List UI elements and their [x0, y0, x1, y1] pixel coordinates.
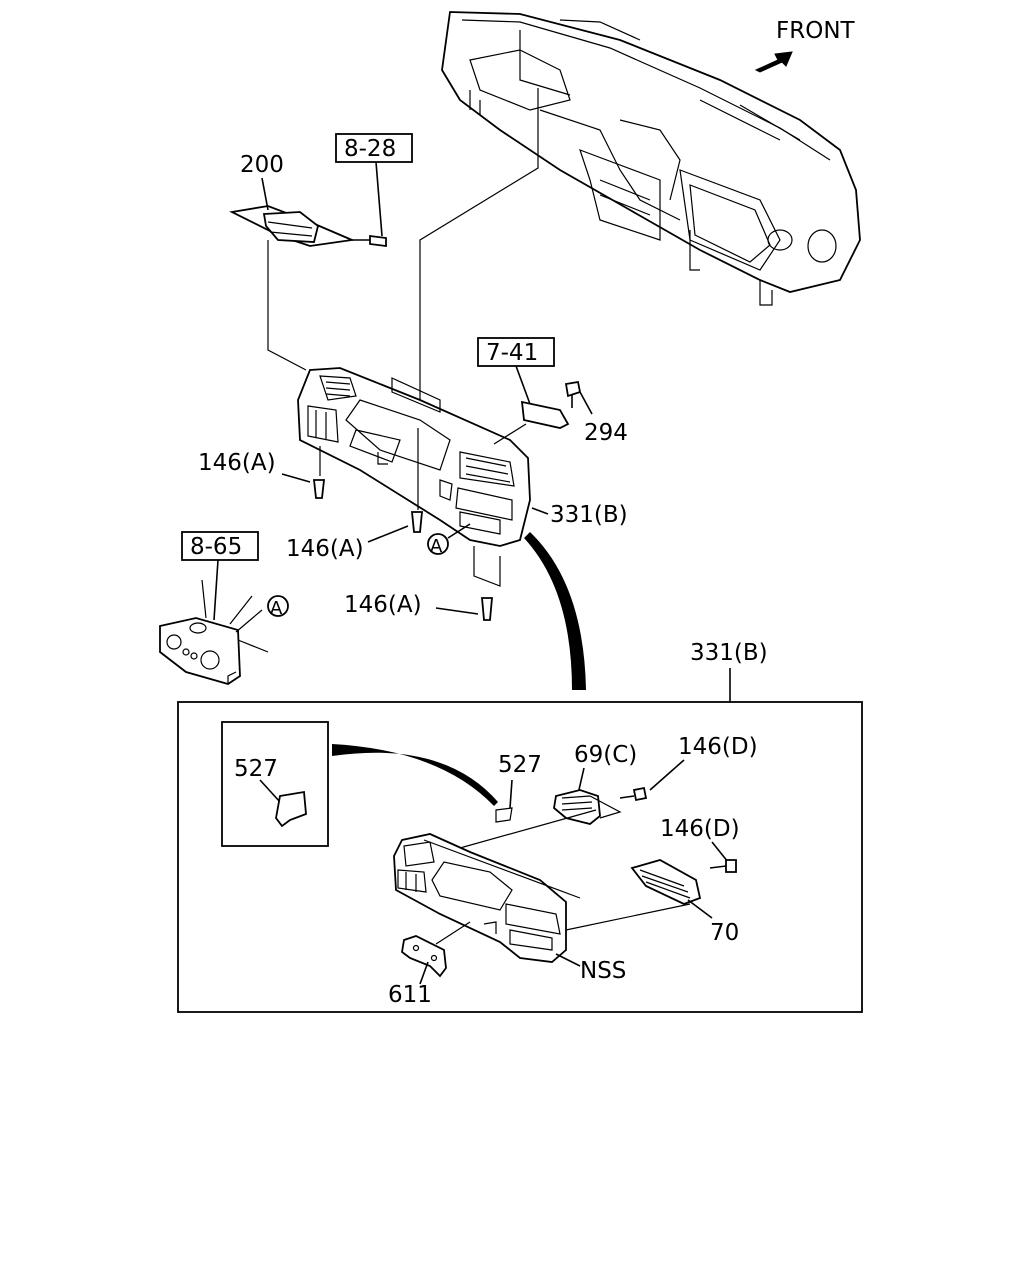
pad-527: [495, 807, 513, 823]
cluster-bezel: [297, 367, 531, 547]
detail-arrow: [524, 532, 586, 690]
ref-box-8-28: [335, 133, 413, 163]
bezel-tab: [391, 377, 441, 413]
callout-200: 200: [240, 152, 284, 178]
leader-146a-2: [367, 525, 409, 543]
bezel-clip: [473, 546, 501, 587]
front-label: FRONT: [776, 18, 856, 44]
vent-69c: [553, 789, 622, 825]
leader-a-1: [447, 523, 471, 539]
label-527: 527: [498, 752, 542, 778]
clip-527-icon: [275, 790, 307, 828]
leader-146a-3: [435, 607, 479, 615]
callout-a-1: A: [430, 536, 443, 557]
screw-146a-2-icon: [411, 511, 423, 533]
label-146d-2: 146(D): [660, 816, 740, 842]
leader-331b-1: [531, 507, 549, 515]
callout-146a-2: 146(A): [286, 536, 364, 562]
detail-frame: [177, 701, 863, 1013]
bracket-7-41: [520, 400, 570, 429]
leader-146d-2: [711, 841, 729, 863]
screw-146d-2-shaft: [709, 865, 727, 869]
screw-146a-1-icon: [312, 479, 326, 499]
circle-a-1: [427, 533, 449, 555]
inset-frame: [221, 721, 329, 847]
callout-294: 294: [584, 420, 628, 446]
inset-arrow: [332, 744, 498, 806]
callout-8-28: 8-28: [344, 136, 396, 162]
callout-146a-3: 146(A): [344, 592, 422, 618]
label-70: 70: [710, 920, 739, 946]
screw-146d-1-shaft: [619, 795, 635, 799]
front-indicator: FRONT: [754, 18, 856, 73]
leader-611: [419, 961, 429, 985]
circle-a-2: [267, 595, 289, 617]
link-611: [435, 921, 471, 945]
part-200: [229, 205, 356, 247]
leader-294: [579, 391, 593, 415]
ref-box-8-65: [181, 531, 259, 561]
callout-7-41: 7-41: [486, 340, 538, 366]
leader-527-inset: [259, 779, 281, 803]
vent-70: [630, 859, 702, 905]
leader-527: [509, 779, 513, 809]
callout-331b-2: 331(B): [690, 640, 768, 666]
leader-70: [687, 899, 713, 919]
link-dashboard-bezel: [419, 88, 539, 420]
label-146d-1: 146(D): [678, 734, 758, 760]
leader-200: [261, 177, 269, 211]
front-arrow-icon: [754, 51, 793, 73]
label-611: 611: [388, 982, 432, 1008]
bolt-294-icon: [564, 380, 582, 398]
callout-8-65: 8-65: [190, 534, 242, 560]
label-nss: NSS: [580, 958, 626, 984]
leader-146a-1: [281, 473, 311, 483]
dashboard-assembly: [441, 11, 861, 306]
callout-331b-1: 331(B): [550, 502, 628, 528]
bracket-611: [401, 935, 447, 978]
link-200-bezel: [267, 240, 307, 371]
detail-panel: 527 527 69(C) 146(D) 146(D) 70: [177, 701, 863, 1013]
leader-8-65: [213, 559, 219, 621]
callout-a-2: A: [270, 598, 283, 619]
screw-146d-2-icon: [725, 859, 737, 873]
link-bracket-bezel: [493, 423, 527, 445]
callout-146a-1: 146(A): [198, 450, 276, 476]
leader-8-28: [375, 161, 383, 237]
label-69c: 69(C): [574, 742, 637, 768]
leader-nss: [555, 953, 581, 967]
screw-icon: [369, 234, 387, 248]
leader-146d-1: [649, 759, 685, 791]
label-527-inset: 527: [234, 756, 278, 782]
detail-bezel: [393, 809, 691, 963]
heater-control-panel: [159, 579, 269, 685]
leader-7-41: [515, 365, 531, 405]
screw-146d-1-icon: [632, 786, 648, 802]
screw-146a-3-icon: [481, 597, 493, 621]
